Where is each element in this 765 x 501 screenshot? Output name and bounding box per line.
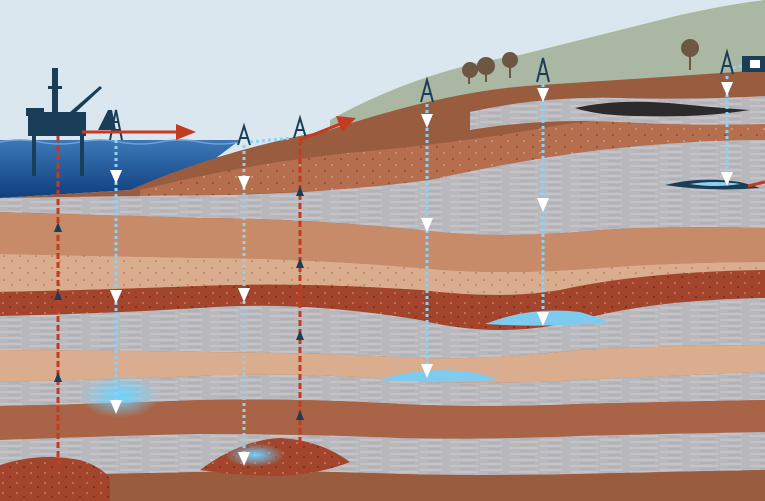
dotted-layer-1 — [140, 110, 765, 200]
gray-layer-2 — [0, 298, 765, 359]
strata — [0, 70, 765, 501]
gray-layer-1 — [0, 140, 765, 235]
plume-right — [485, 310, 610, 326]
gray-layer-3 — [0, 372, 765, 406]
light-brown-layer-2 — [0, 345, 765, 383]
drilling-rig-icon — [109, 48, 734, 146]
offshore-platform-icon — [26, 68, 116, 176]
processing-facility-icon — [742, 56, 765, 72]
arrow-icon — [176, 124, 196, 140]
plume-left — [80, 374, 160, 418]
injection-arrowheads — [110, 82, 733, 466]
bottom-brown-layer — [0, 470, 765, 501]
dotted-light-layer — [0, 254, 765, 295]
plume-center — [225, 443, 285, 467]
gray-layer-4 — [0, 432, 765, 476]
dark-oil-lens — [575, 101, 750, 117]
sea — [0, 140, 240, 198]
arrow-icon — [336, 116, 356, 132]
tree-icon — [462, 39, 699, 84]
red-reservoir-left — [0, 456, 110, 501]
light-brown-layer-1 — [0, 212, 765, 272]
production-wells — [54, 136, 304, 470]
brown-layer-deep — [0, 399, 765, 440]
co2-plumes — [80, 179, 760, 467]
plume-mid — [378, 370, 500, 382]
co2-transport-arrows — [82, 116, 765, 188]
